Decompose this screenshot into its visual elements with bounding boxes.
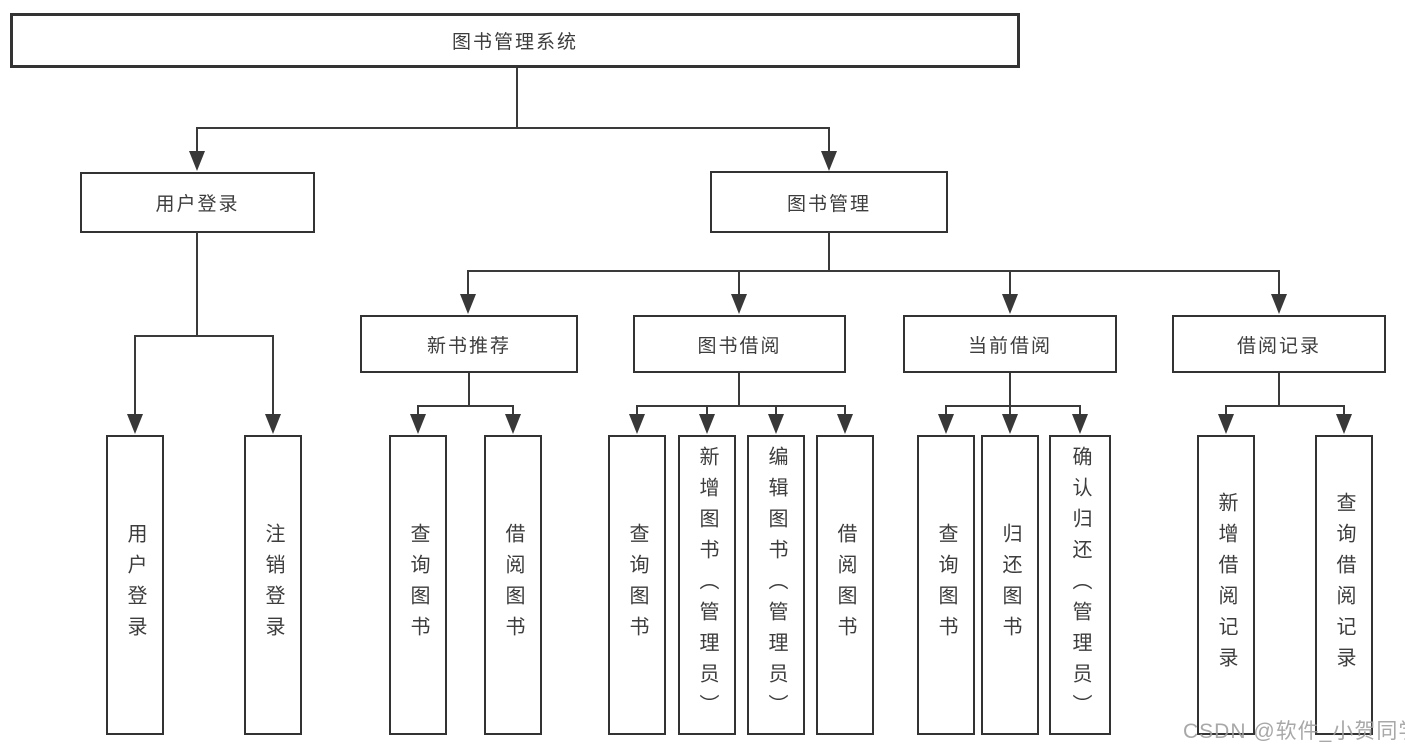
node-root-label: 图书管理系统 [451, 32, 578, 53]
arrow-leaf-borrow-books-2 [837, 414, 853, 434]
arrow-leaf-edit-books [768, 414, 784, 434]
leaf-return-books-label: 归还图书 [999, 523, 1021, 647]
leaf-add-borrow-record: 新增借阅记录 [1197, 435, 1255, 735]
node-book-management-label: 图书管理 [786, 193, 871, 215]
connector-borrow-records-stem [1278, 373, 1280, 407]
leaf-add-books-admin: 新增图书（管理员） [678, 435, 736, 735]
csdn-watermark: CSDN @软件_小贺同学 [1183, 720, 1405, 743]
connector-new-book-hbar [417, 405, 514, 407]
leaf-edit-books-admin-label: 编辑图书（管理员） [765, 445, 787, 725]
node-new-book-recommend-label: 新书推荐 [426, 335, 511, 357]
arrow-leaf-user-login [127, 414, 143, 434]
arrow-user-login [189, 151, 205, 171]
leaf-logout: 注销登录 [244, 435, 302, 735]
arrow-leaf-query-books-1 [410, 414, 426, 434]
arrow-leaf-return-books [1002, 414, 1018, 434]
leaf-add-borrow-record-label: 新增借阅记录 [1215, 492, 1237, 678]
node-borrow-records-label: 借阅记录 [1236, 335, 1321, 357]
node-book-management: 图书管理 [710, 171, 948, 233]
leaf-query-books-3: 查询图书 [917, 435, 975, 735]
connector-leaf-add-books-drop [706, 405, 708, 416]
leaf-borrow-books-1-label: 借阅图书 [502, 523, 524, 647]
leaf-user-login-label: 用户登录 [124, 523, 146, 647]
connector-book-management-drop [828, 127, 830, 152]
connector-leaf-borrow1-drop [512, 405, 514, 416]
connector-borrow-records-drop [1278, 270, 1280, 296]
node-borrow-records: 借阅记录 [1172, 315, 1386, 373]
connector-level1-hbar [197, 127, 830, 129]
connector-leaf-user-login-drop [134, 335, 136, 415]
leaf-borrow-books-1: 借阅图书 [484, 435, 542, 735]
node-book-borrow-label: 图书借阅 [697, 335, 782, 357]
arrow-book-borrow [731, 294, 747, 314]
leaf-query-books-2: 查询图书 [608, 435, 666, 735]
leaf-return-books: 归还图书 [981, 435, 1039, 735]
arrow-leaf-add-books [699, 414, 715, 434]
leaf-confirm-return-admin-label: 确认归还（管理员） [1069, 445, 1091, 725]
connector-book-management-stem [828, 232, 830, 272]
node-current-borrow-label: 当前借阅 [967, 335, 1052, 357]
connector-leaf-query3-drop [945, 405, 947, 416]
connector-leaf-query-record-drop [1343, 405, 1345, 416]
node-user-login: 用户登录 [80, 172, 315, 233]
arrow-leaf-borrow-books-1 [505, 414, 521, 434]
connector-current-borrow-drop [1009, 270, 1011, 296]
leaf-query-books-2-label: 查询图书 [626, 523, 648, 647]
connector-level3-hbar [467, 270, 1280, 272]
leaf-query-books-1: 查询图书 [389, 435, 447, 735]
connector-leaf-add-record-drop [1225, 405, 1227, 416]
arrow-leaf-query-borrow-record [1336, 414, 1352, 434]
connector-current-borrow-hbar [945, 405, 1081, 407]
leaf-query-borrow-record-label: 查询借阅记录 [1333, 492, 1355, 678]
arrow-book-management [821, 151, 837, 171]
connector-leaf-query1-drop [417, 405, 419, 416]
connector-new-book-stem [468, 373, 470, 407]
connector-leaf-confirm-return-drop [1079, 405, 1081, 416]
leaf-add-books-admin-label: 新增图书（管理员） [696, 445, 718, 725]
connector-user-login-drop [196, 127, 198, 152]
connector-book-borrow-drop [738, 270, 740, 296]
node-root: 图书管理系统 [10, 13, 1020, 68]
arrow-leaf-logout [265, 414, 281, 434]
leaf-query-books-3-label: 查询图书 [935, 523, 957, 647]
connector-new-book-drop [467, 270, 469, 296]
connector-root-stem [516, 68, 518, 128]
leaf-borrow-books-2: 借阅图书 [816, 435, 874, 735]
node-user-login-label: 用户登录 [155, 194, 240, 215]
arrow-leaf-query-books-2 [629, 414, 645, 434]
connector-book-borrow-hbar [636, 405, 846, 407]
arrow-new-book-recommend [460, 294, 476, 314]
leaf-query-books-1-label: 查询图书 [407, 523, 429, 647]
leaf-query-borrow-record: 查询借阅记录 [1315, 435, 1373, 735]
connector-leaf-logout-drop [272, 335, 274, 415]
arrow-leaf-add-borrow-record [1218, 414, 1234, 434]
arrow-leaf-query-books-3 [938, 414, 954, 434]
arrow-current-borrow [1002, 294, 1018, 314]
leaf-user-login: 用户登录 [106, 435, 164, 735]
arrow-borrow-records [1271, 294, 1287, 314]
node-current-borrow: 当前借阅 [903, 315, 1117, 373]
arrow-leaf-confirm-return [1072, 414, 1088, 434]
connector-leaf-return-drop [1009, 405, 1011, 416]
connector-leaf-edit-books-drop [775, 405, 777, 416]
connector-book-borrow-stem [738, 373, 740, 407]
leaf-edit-books-admin: 编辑图书（管理员） [747, 435, 805, 735]
connector-current-borrow-stem [1009, 373, 1011, 407]
node-book-borrow: 图书借阅 [633, 315, 846, 373]
leaf-borrow-books-2-label: 借阅图书 [834, 523, 856, 647]
connector-user-login-stem [196, 232, 198, 337]
connector-leaf-borrow2-drop [844, 405, 846, 416]
leaf-logout-label: 注销登录 [262, 523, 284, 647]
leaf-confirm-return-admin: 确认归还（管理员） [1049, 435, 1111, 735]
connector-user-login-hbar [134, 335, 274, 337]
connector-leaf-query2-drop [636, 405, 638, 416]
connector-borrow-records-hbar [1225, 405, 1345, 407]
node-new-book-recommend: 新书推荐 [360, 315, 578, 373]
